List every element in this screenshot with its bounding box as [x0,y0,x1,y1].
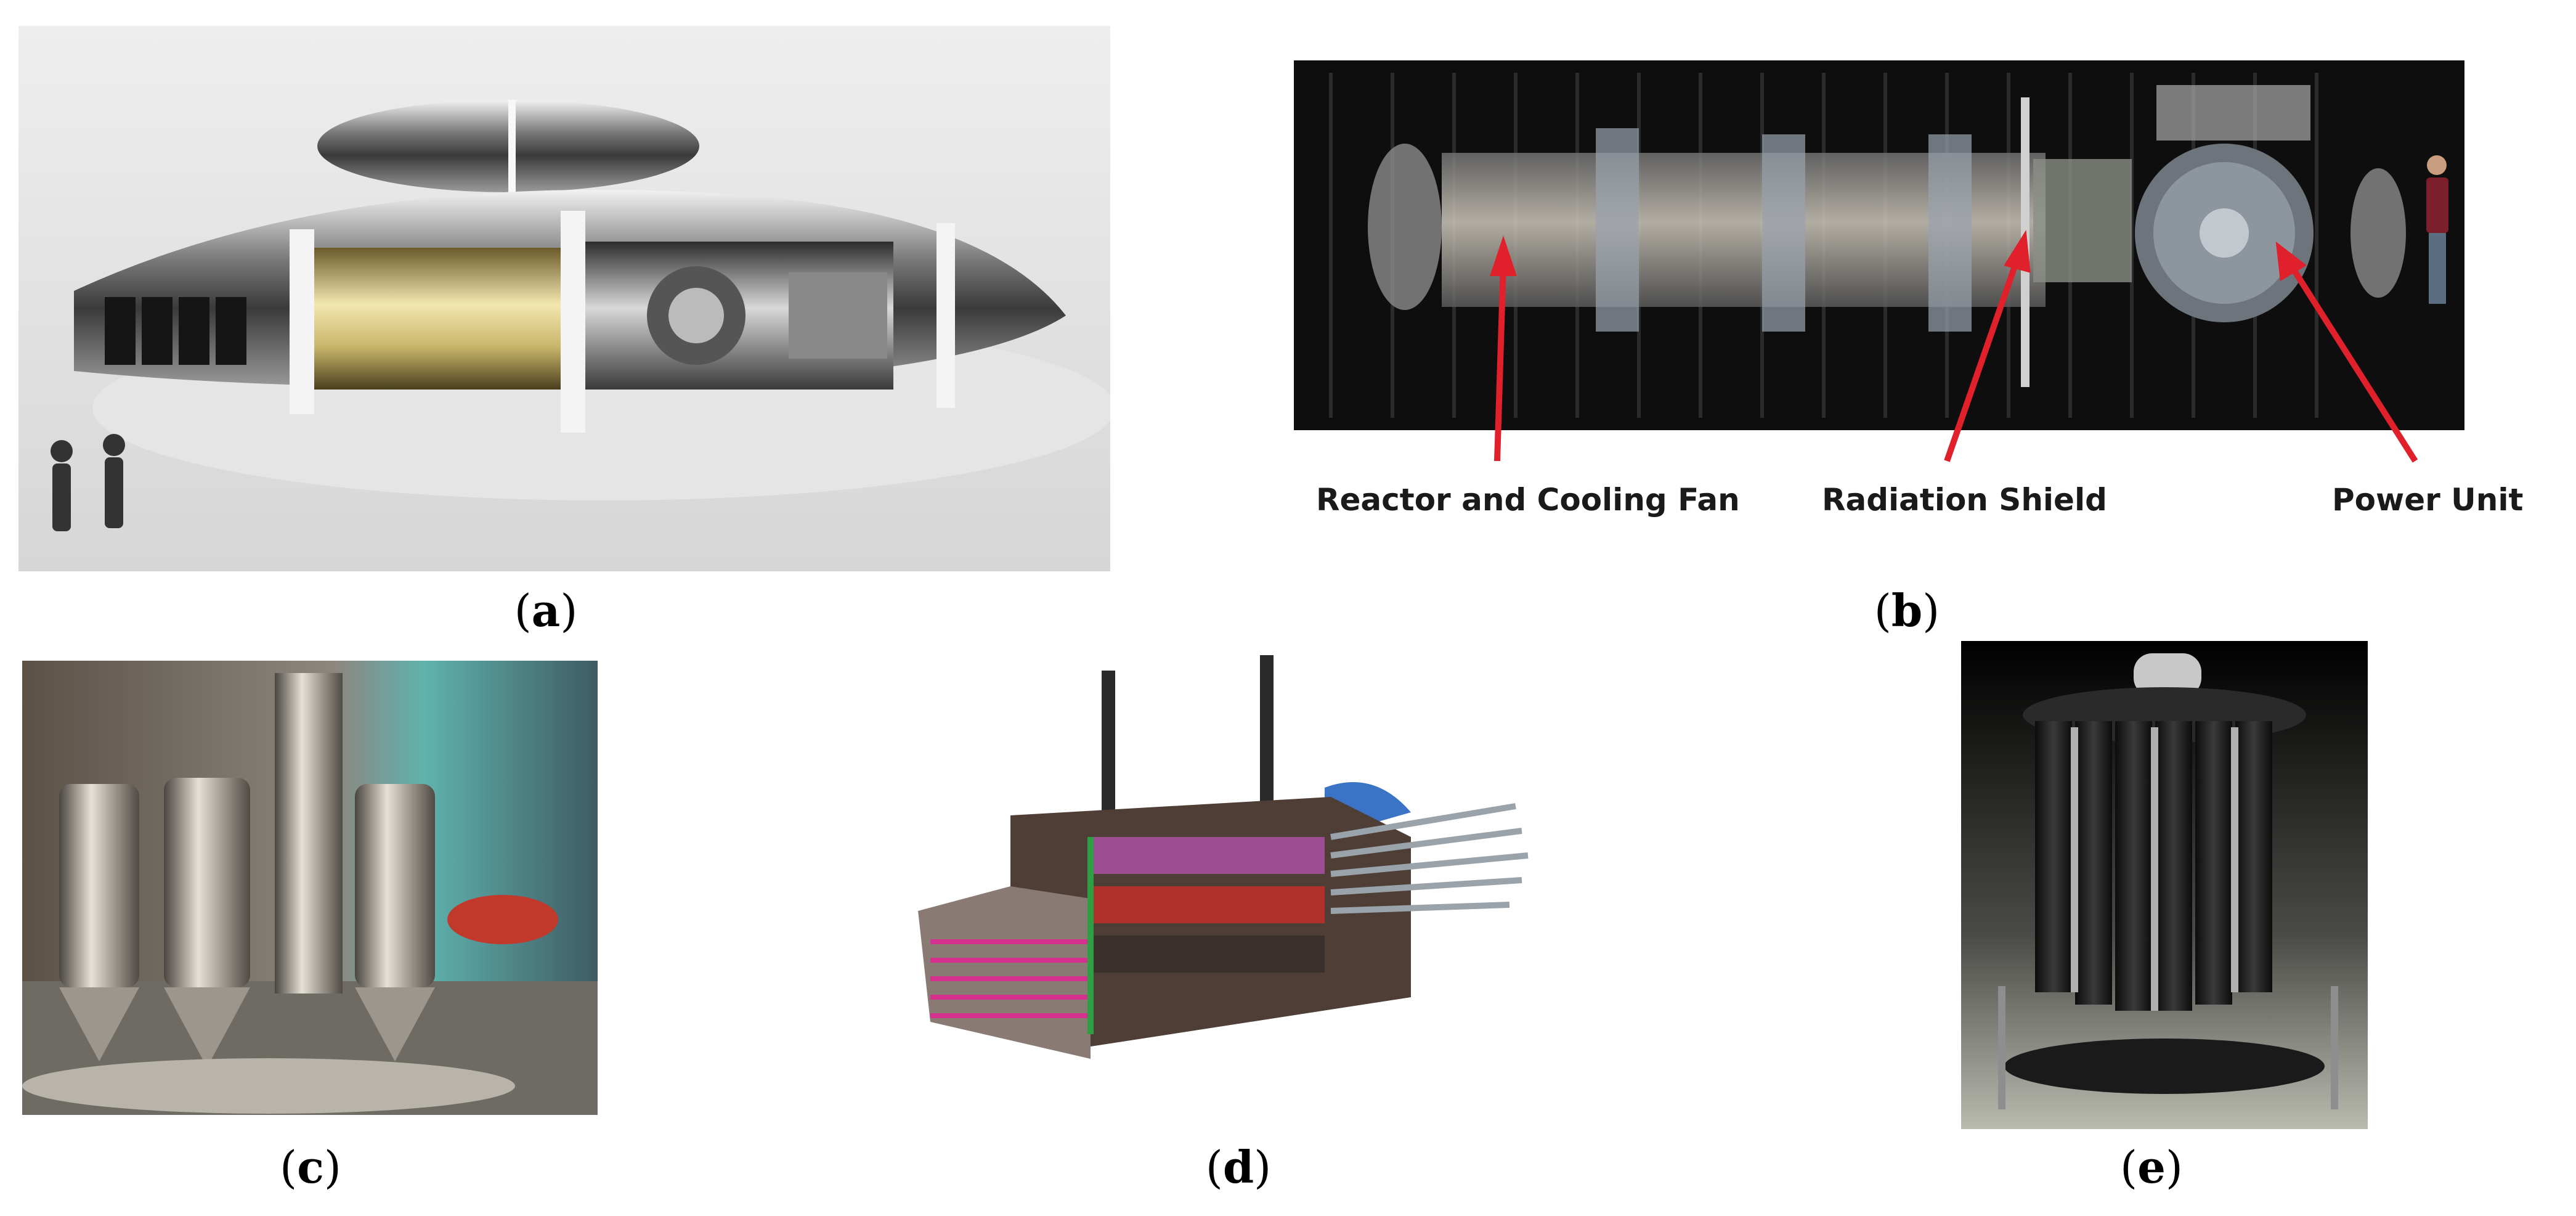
label-reactor-and-cooling-fan: Reactor and Cooling Fan [1316,482,1740,518]
caption-c: (c) [279,1141,342,1193]
caption-letter: a [531,584,561,637]
panel-d-image [906,652,1546,1083]
label-power-unit: Power Unit [2332,482,2524,518]
panel-e-image [1961,641,2368,1129]
panel-b-arrows [1490,230,2418,463]
caption-letter: b [1891,584,1923,637]
caption-d: (d) [1205,1141,1272,1193]
panel-b-image [1294,60,2464,430]
label-radiation-shield: Radiation Shield [1822,482,2107,518]
caption-letter: d [1222,1141,1254,1193]
panel-c-image [22,661,598,1115]
caption-letter: e [2137,1141,2166,1193]
caption-a: (a) [514,584,578,637]
caption-b: (b) [1874,584,1940,637]
panel-a-image [18,26,1110,571]
caption-e: (e) [2120,1141,2183,1193]
caption-letter: c [297,1141,324,1193]
